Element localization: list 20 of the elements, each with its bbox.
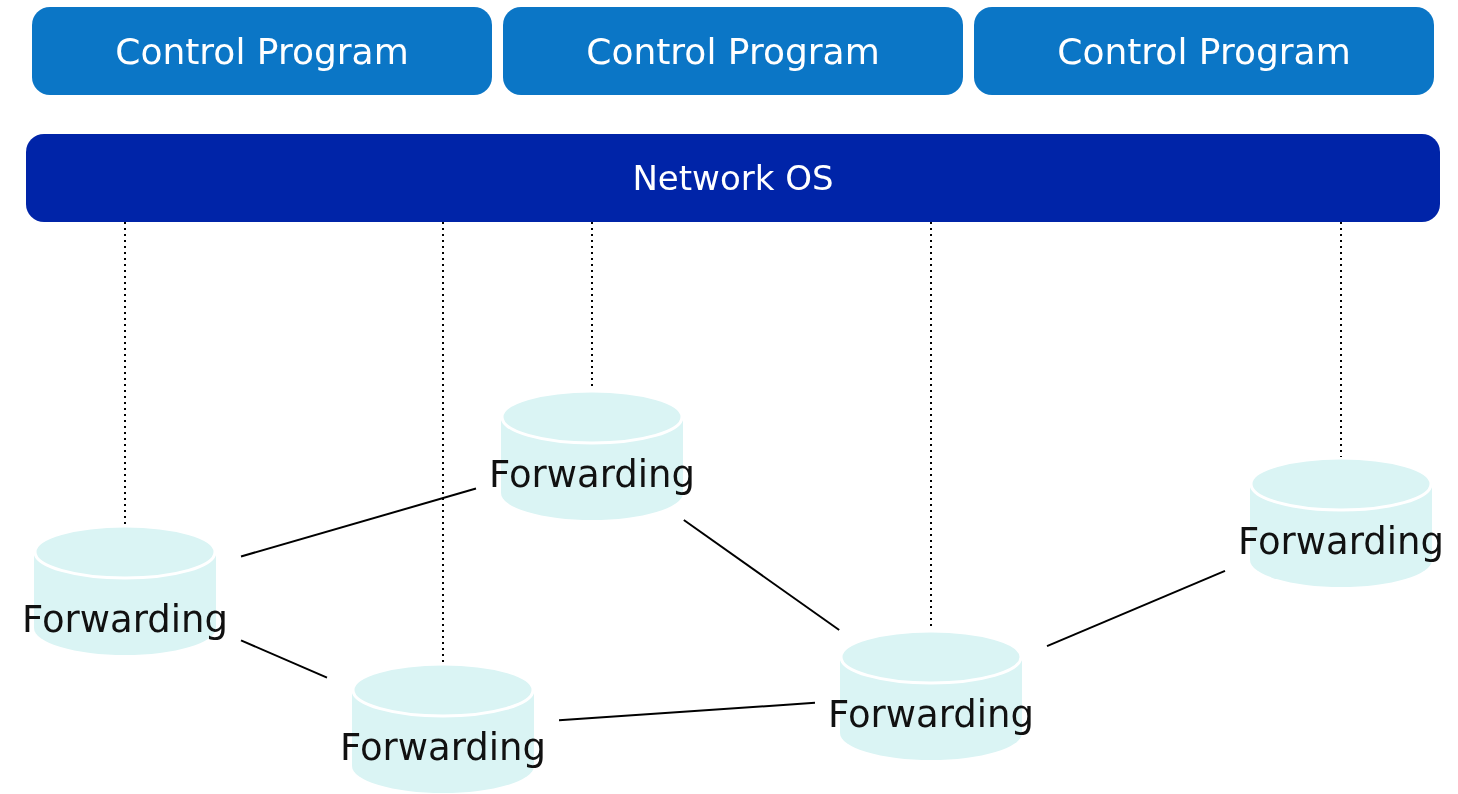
node-label: Forwarding bbox=[21, 598, 229, 641]
link-line bbox=[682, 519, 841, 631]
dotted-connector bbox=[124, 221, 126, 526]
layer-label: Control Program bbox=[586, 30, 880, 72]
layer-label: Control Program bbox=[115, 30, 409, 72]
layer-label: Network OS bbox=[632, 158, 834, 198]
node-label: Forwarding bbox=[339, 726, 547, 769]
dotted-connector bbox=[442, 221, 444, 664]
layer-bar bbox=[32, 7, 492, 95]
link-line bbox=[240, 487, 477, 558]
layer-bar bbox=[974, 7, 1434, 95]
link-line bbox=[558, 701, 816, 722]
layer-label: Control Program bbox=[1057, 30, 1351, 72]
link-line bbox=[240, 639, 328, 679]
node-label: Forwarding bbox=[1237, 520, 1445, 563]
link-line bbox=[1046, 569, 1226, 648]
layer-bar bbox=[503, 7, 963, 95]
layer-bar bbox=[26, 134, 1440, 222]
node-label: Forwarding bbox=[488, 453, 696, 496]
node-label: Forwarding bbox=[827, 693, 1035, 736]
